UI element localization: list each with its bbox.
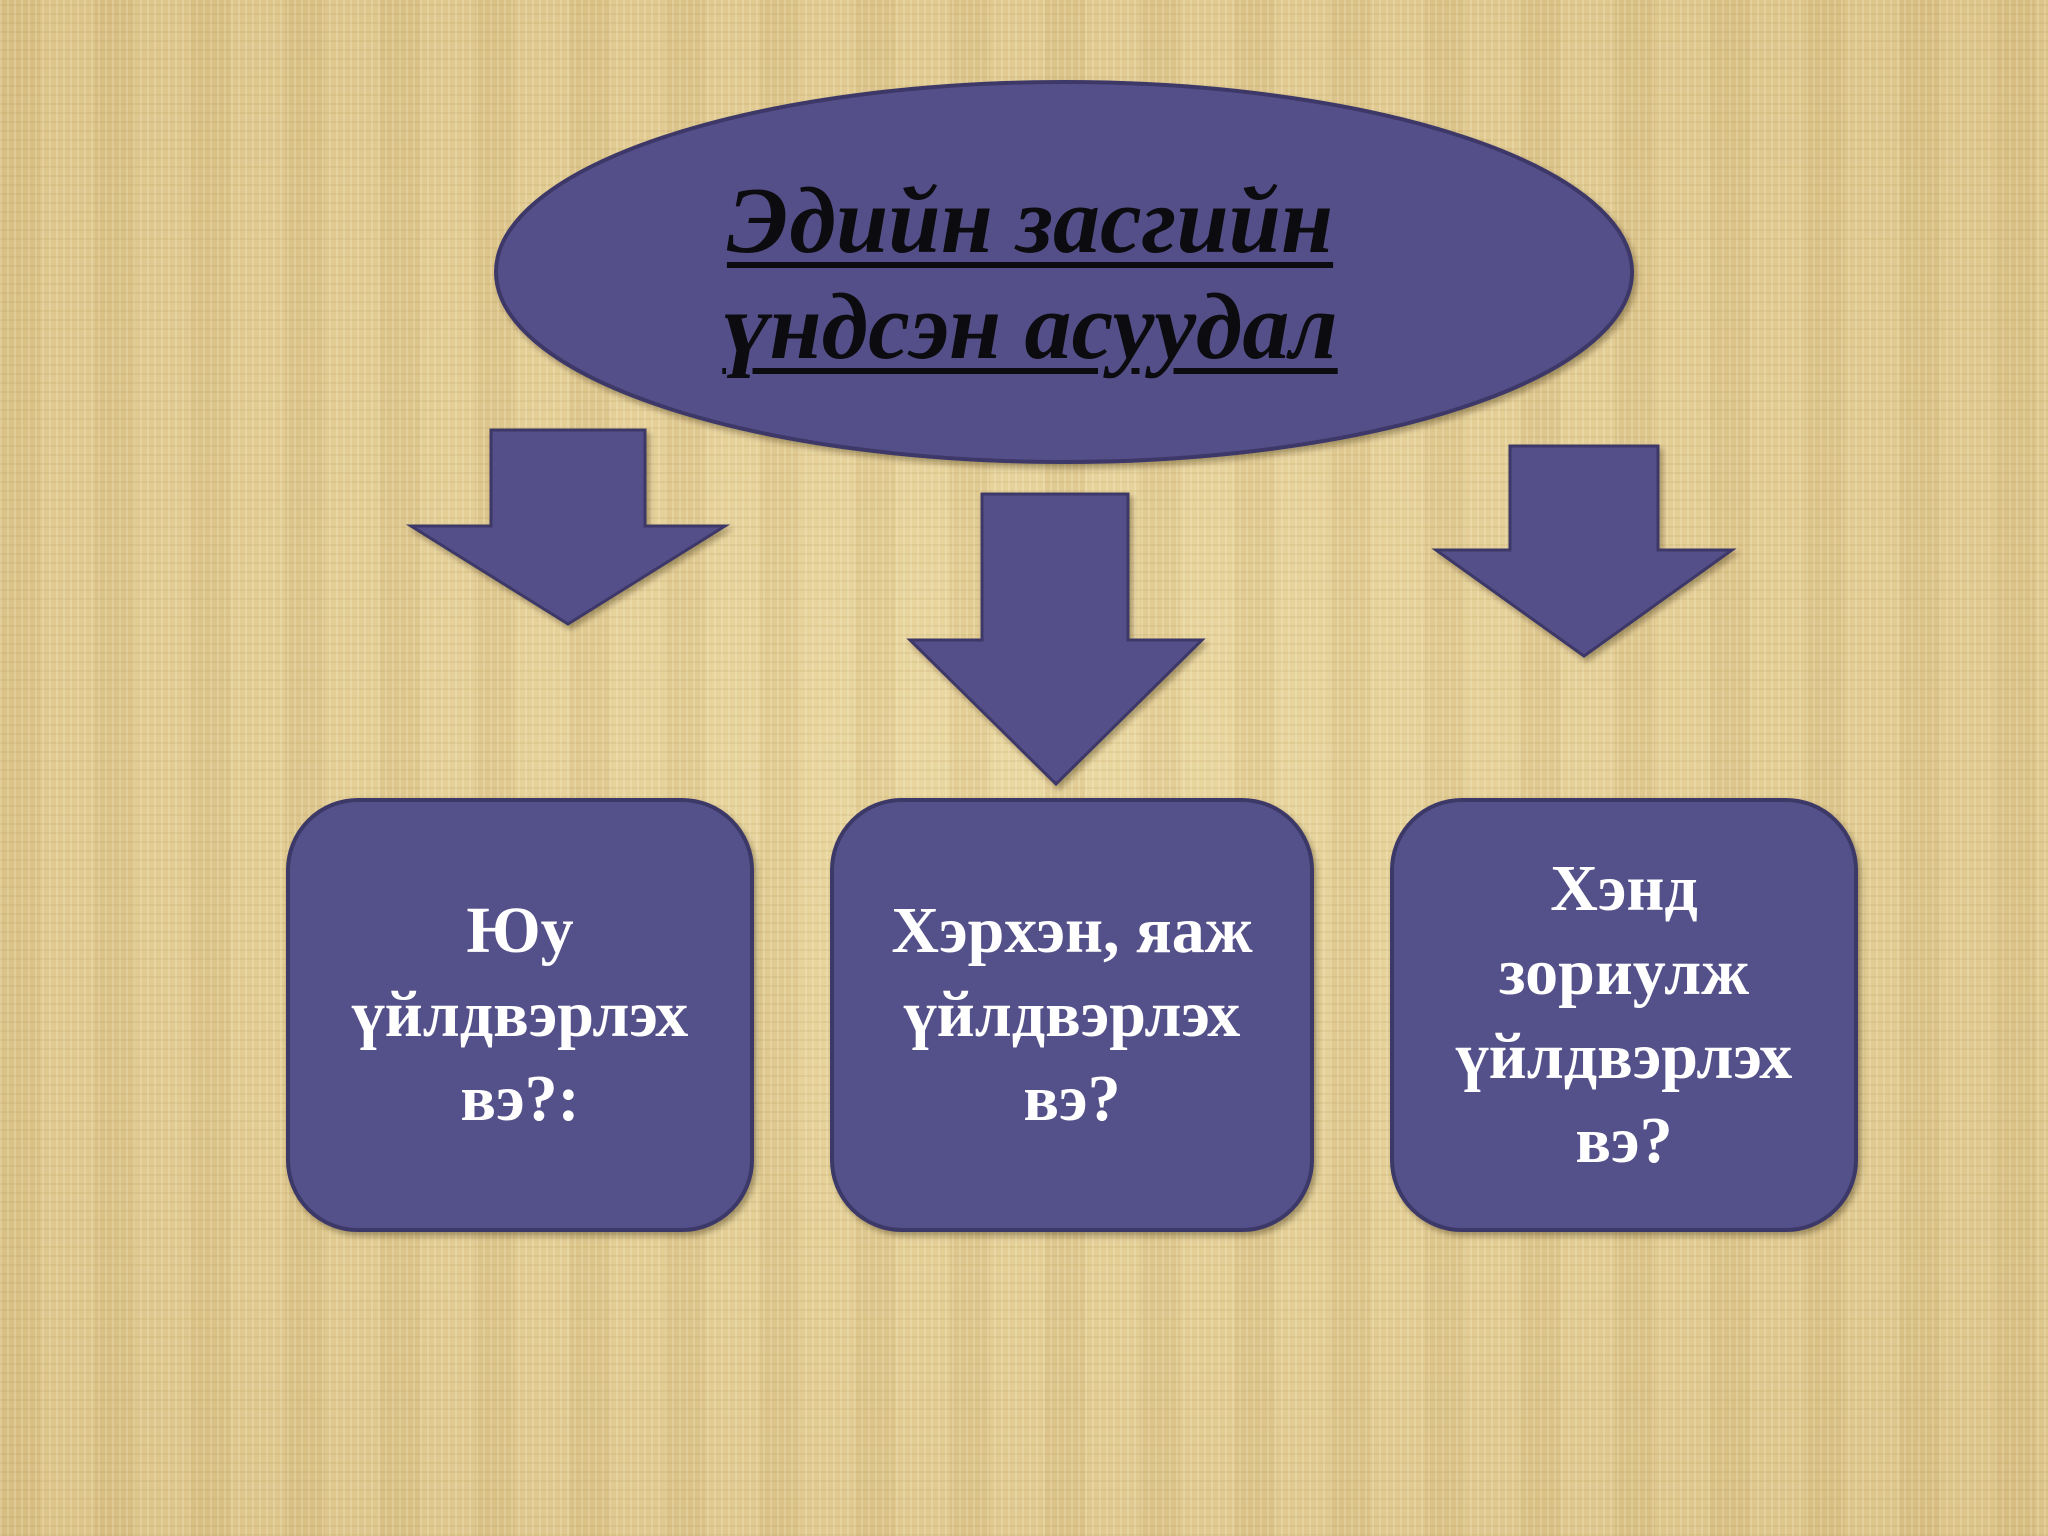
title-text: Эдийн засгийн үндсэн асуудал bbox=[722, 169, 1338, 379]
arrow-right-down-icon bbox=[1431, 444, 1737, 658]
question-label-what: Юу үйлдвэрлэх вэ?: bbox=[351, 894, 689, 1135]
arrow-left-down-icon bbox=[405, 428, 731, 626]
question-label-how: Хэрхэн, яаж үйлдвэрлэх вэ? bbox=[891, 894, 1253, 1135]
question-box-for-whom: Хэнд зориулж үйлдвэрлэх вэ? bbox=[1390, 798, 1858, 1232]
title-ellipse bbox=[494, 80, 1634, 464]
question-label-for-whom: Хэнд зориулж үйлдвэрлэх вэ? bbox=[1455, 852, 1793, 1177]
question-box-what: Юу үйлдвэрлэх вэ?: bbox=[286, 798, 754, 1232]
question-box-how: Хэрхэн, яаж үйлдвэрлэх вэ? bbox=[830, 798, 1314, 1232]
arrow-center-down-icon bbox=[906, 492, 1206, 787]
